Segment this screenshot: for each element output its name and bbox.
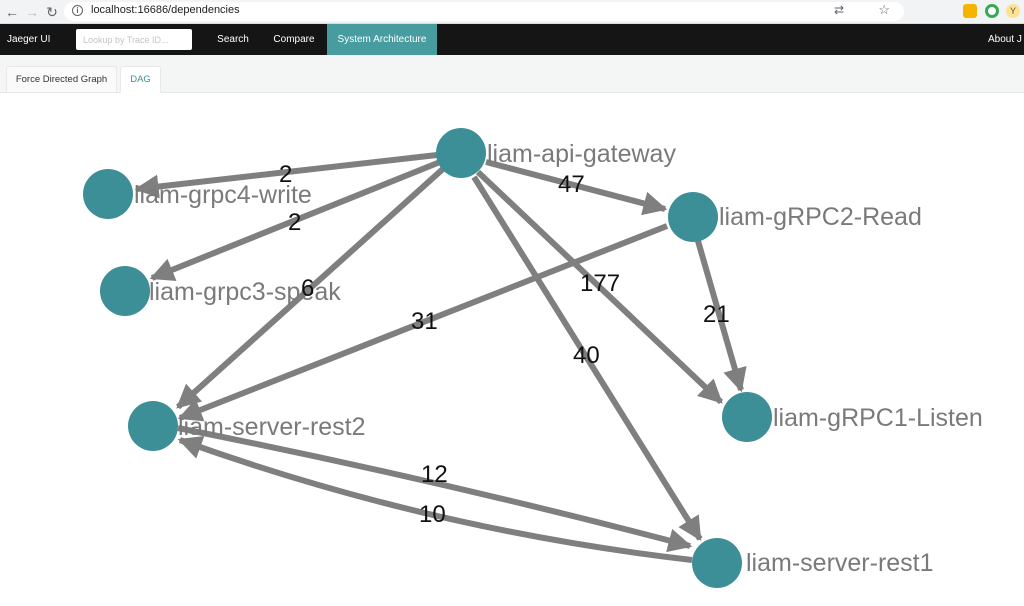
node-liam-grpc4-write[interactable] <box>83 169 133 219</box>
edge-api-gateway-to-grpc2-read[interactable] <box>485 159 668 216</box>
edge-label: 177 <box>580 270 620 297</box>
edges <box>134 152 747 563</box>
edge-labels: 2 2 47 6 177 40 21 31 12 10 <box>279 161 730 528</box>
node-label: liam-server-rest1 <box>746 549 934 577</box>
tab-force-directed-graph[interactable]: Force Directed Graph <box>6 66 117 93</box>
edge-label: 21 <box>703 301 730 328</box>
edge-label: 10 <box>419 501 446 528</box>
address-url[interactable]: localhost:16686/dependencies <box>91 4 240 16</box>
edge-api-gateway-to-server-rest1[interactable] <box>471 175 703 542</box>
edge-label: 2 <box>279 161 292 188</box>
extension-grid-icon[interactable] <box>963 4 977 18</box>
node-labels: liam-api-gateway liam-grpc4-write liam-g… <box>134 140 983 577</box>
edge-server-rest2-to-server-rest1[interactable] <box>177 425 693 553</box>
nav-about-menu[interactable]: About J <box>988 34 1022 45</box>
tab-dag[interactable]: DAG <box>120 66 161 93</box>
edge-label: 31 <box>411 308 438 335</box>
edge-label: 47 <box>558 171 585 198</box>
node-liam-api-gateway[interactable] <box>436 128 486 178</box>
edge-label: 2 <box>288 209 301 236</box>
forward-icon[interactable]: → <box>25 4 39 20</box>
node-label: liam-grpc4-write <box>134 181 312 209</box>
node-label: liam-gRPC2-Read <box>719 203 922 231</box>
nav-system-architecture-link[interactable]: System Architecture <box>327 24 437 55</box>
browser-toolbar: ← → ↻ i localhost:16686/dependencies ⇄ ☆… <box>0 0 1024 24</box>
bookmark-star-icon[interactable]: ☆ <box>878 2 890 17</box>
edge-server-rest1-to-server-rest2[interactable] <box>177 436 693 563</box>
edge-label: 40 <box>573 342 600 369</box>
edge-api-gateway-to-grpc1-listen[interactable] <box>475 169 724 405</box>
profile-avatar-icon[interactable]: Y <box>1006 4 1020 18</box>
nav-compare-link[interactable]: Compare <box>273 34 315 45</box>
reload-icon[interactable]: ↻ <box>46 4 58 20</box>
nav-search-link[interactable]: Search <box>217 34 249 45</box>
chrome-extension-icon[interactable] <box>985 4 999 18</box>
brand-logo-link[interactable]: Jaeger UI <box>7 34 51 45</box>
address-bar[interactable]: i localhost:16686/dependencies ⇄ ☆ <box>64 2 904 21</box>
edge-label: 12 <box>421 461 448 488</box>
top-navigation: Jaeger UI Search Compare System Architec… <box>0 24 1024 55</box>
trace-id-search-input[interactable] <box>76 29 192 50</box>
edge-grpc2-read-to-grpc1-listen[interactable] <box>695 240 747 393</box>
edge-grpc2-read-to-server-rest2[interactable] <box>177 223 669 422</box>
node-liam-server-rest1[interactable] <box>692 538 742 588</box>
node-liam-grpc2-read[interactable] <box>668 192 718 242</box>
architecture-tabs: Force Directed Graph DAG <box>0 55 1024 93</box>
node-liam-server-rest2[interactable] <box>128 401 178 451</box>
node-label: liam-grpc3-speak <box>149 278 341 306</box>
back-icon[interactable]: ← <box>5 4 19 20</box>
edge-api-gateway-to-server-rest2[interactable] <box>175 165 447 410</box>
node-label: liam-api-gateway <box>487 140 676 168</box>
edge-api-gateway-to-grpc3-speak[interactable] <box>149 159 442 282</box>
site-info-icon[interactable]: i <box>72 5 83 16</box>
node-label: liam-server-rest2 <box>178 413 366 441</box>
translate-icon[interactable]: ⇄ <box>833 3 844 17</box>
dag-graph[interactable]: liam-api-gateway liam-grpc4-write liam-g… <box>0 93 1024 606</box>
node-liam-grpc1-listen[interactable] <box>722 392 772 442</box>
node-liam-grpc3-speak[interactable] <box>100 266 150 316</box>
edge-api-gateway-to-grpc4-write[interactable] <box>134 152 438 199</box>
nodes <box>83 128 772 588</box>
node-label: liam-gRPC1-Listen <box>773 404 983 432</box>
edge-label: 6 <box>301 275 314 302</box>
